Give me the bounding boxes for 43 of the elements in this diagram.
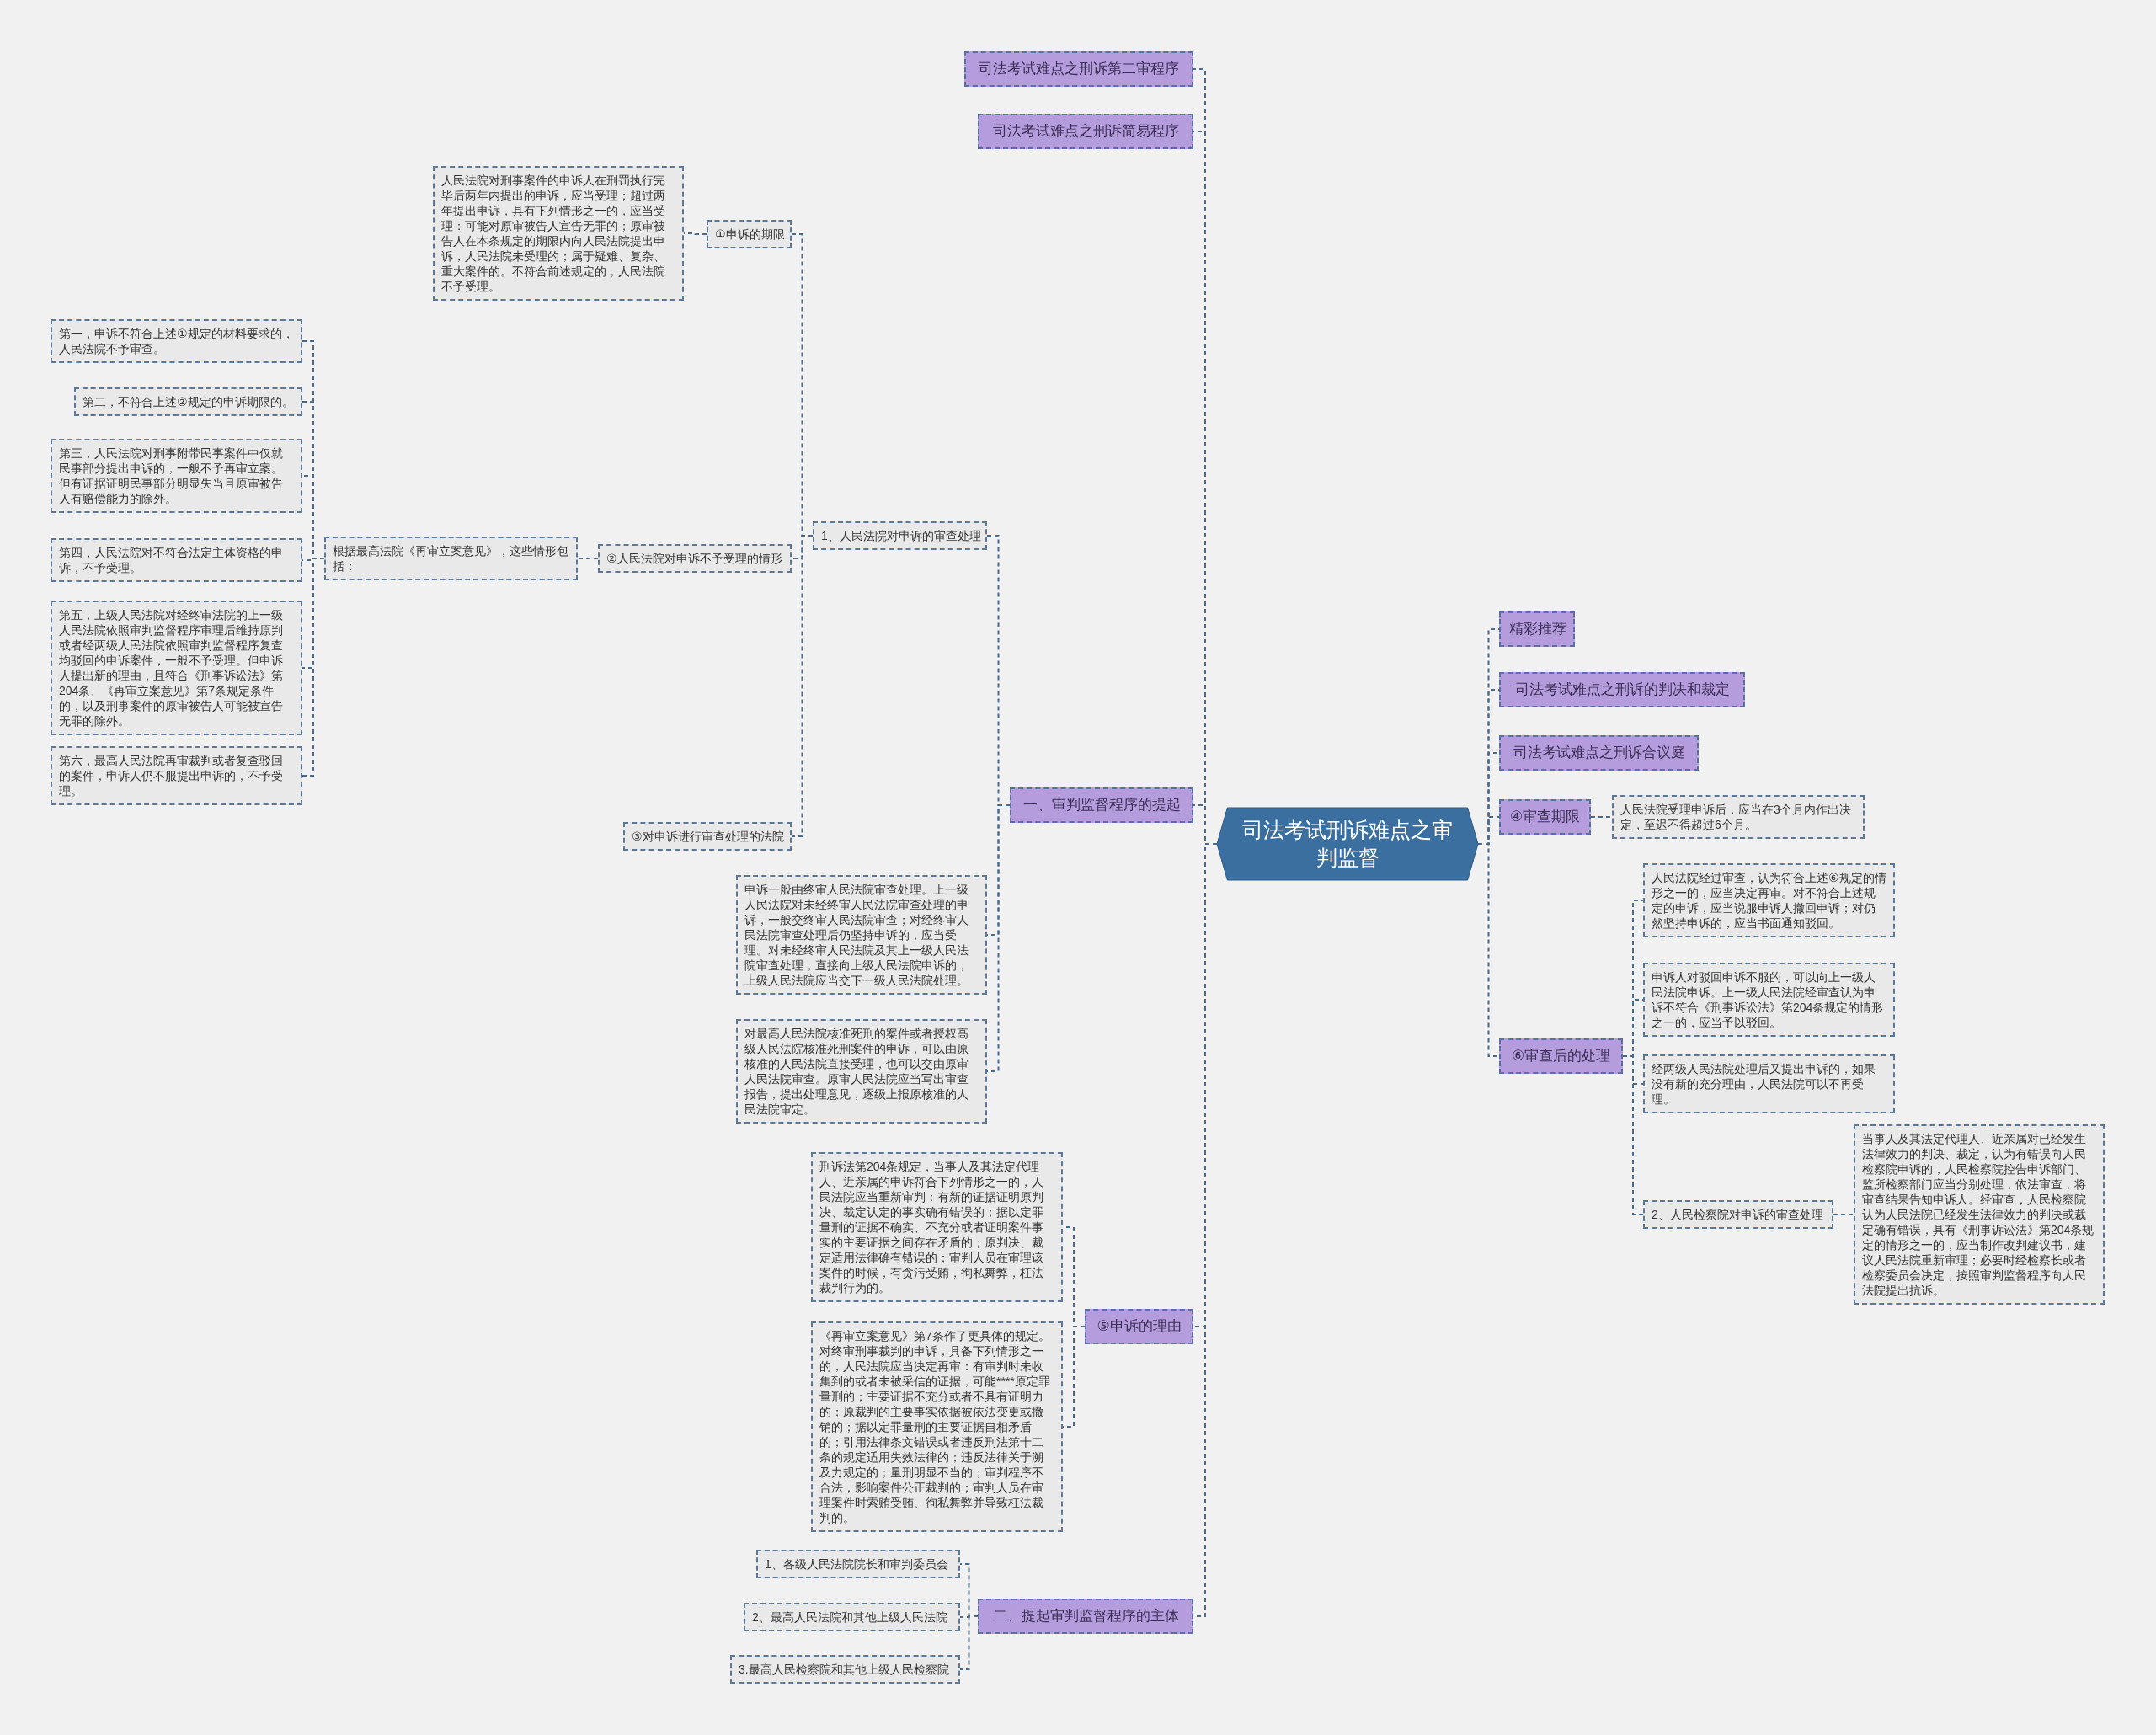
note-box: 1、人民法院对申诉的审查处理	[813, 521, 987, 550]
topic-box: 司法考试难点之刑诉简易程序	[978, 114, 1193, 149]
note-box: 人民法院对刑事案件的申诉人在刑罚执行完毕后两年内提出的申诉，应当受理；超过两年提出申诉，具有下列情形之一的，应当受理：可能对原审被告人宣告无罪的；原审被告人在本条规定的期限内向人民法院提出申诉，人民法院未受理的；属于疑难、复杂、重大案件的。不符合前述规定的，人民法院不予受理。	[433, 166, 684, 301]
connector	[1477, 843, 1500, 1057]
connector	[959, 1615, 979, 1670]
topic-box: ⑤申诉的理由	[1085, 1309, 1193, 1344]
note-box: 第五，上级人民法院对经终审法院的上一级人民法院依照审判监督程序审理后维持原判或者经两级人民法院依照审判监督程序复查均驳回的申诉案件，一般不予受理。但申诉人提出新的理由，且符合《刑事诉讼法》第204条、《再审立案意见》第7条规定条件的，以及刑事案件的原审被告人可能被宣告无罪的除外。	[51, 601, 302, 735]
topic-box: 精彩推荐	[1499, 611, 1575, 647]
note-box: 1、各级人民法院院长和审判委员会	[756, 1550, 960, 1578]
note-box: 第四，人民法院对不符合法定主体资格的申诉，不予受理。	[51, 538, 302, 582]
note-box: ①申诉的期限	[707, 220, 792, 248]
note-box: 人民法院受理申诉后，应当在3个月内作出决定，至迟不得超过6个月。	[1612, 795, 1865, 839]
note-box: 申诉人对驳回申诉不服的，可以向上一级人民法院申诉。上一级人民法院经审查认为申诉不符合《刑事诉讼法》第204条规定的情形之一的，应当予以驳回。	[1643, 963, 1895, 1037]
note-box: 根据最高法院《再审立案意见》，这些情形包括：	[324, 537, 578, 580]
topic-box: 司法考试难点之刑诉第二审程序	[964, 51, 1193, 87]
topic-box: ④审查期限	[1499, 799, 1591, 835]
note-box: 第二，不符合上述②规定的申诉期限的。	[74, 387, 302, 416]
connector	[577, 558, 599, 559]
note-box: 第一，申诉不符合上述①规定的材料要求的，人民法院不予审查。	[51, 319, 302, 363]
connector	[1833, 1214, 1854, 1215]
note-box: 第六，最高人民法院再审裁判或者复查驳回的案件，申诉人仍不服提出申诉的，不予受理。	[51, 746, 302, 805]
note-box: 刑诉法第204条规定，当事人及其法定代理人、近亲属的申诉符合下列情形之一的，人民法院应当重新审判：有新的证据证明原判决、裁定认定的事实确有错误的；据以定罪量刑的证据不确实、不充分或者证明案件事实的主要证据之间存在矛盾的；原判决、裁定适用法律确有错误的；审判人员在审理该案件的时候，有贪污受贿，徇私舞弊，枉法裁判行为的。	[811, 1152, 1063, 1302]
note-box: 当事人及其法定代理人、近亲属对已经发生法律效力的判决、裁定，认为有错误向人民检察院申诉的，人民检察院控告申诉部门、监所检察部门应当分别处理，依法审查，将审查结果告知申诉人。经审查，人民检察院认为人民法院已经发生法律效力的判决或裁定确有错误，具有《刑事诉讼法》第204条规定的情形之一的，应当制作改判建议书，建议人民法院重新审理；必要时经检察长或者检察委员会决定，按照审判监督程序向人民法院提出抗诉。	[1854, 1124, 2105, 1305]
topic-box: ⑥审查后的处理	[1499, 1038, 1623, 1074]
note-box: ③对申诉进行审查处理的法院	[623, 822, 792, 851]
note-box: 申诉一般由终审人民法院审查处理。上一级人民法院对未经终审人民法院审查处理的申诉，一般交终审人民法院审查；对经终审人民法院审查处理后仍坚持申诉的，应当受理。对未经终审人民法院及其上一级人民法院审查处理，直接向上级人民法院申诉的，上级人民法院应当交下一级人民法院处理。	[736, 875, 987, 995]
note-box: 3.最高人民检察院和其他上级人民检察院	[730, 1655, 960, 1684]
topic-box: 司法考试难点之刑诉合议庭	[1499, 735, 1699, 771]
note-box: 2、最高人民法院和其他上级人民法院	[744, 1603, 960, 1631]
note-box: ②人民法院对申诉不予受理的情形	[598, 544, 792, 573]
note-box: 对最高人民法院核准死刑的案件或者授权高级人民法院核准死刑案件的申诉，可以由原核准的人民法院直接受理，也可以交由原审人民法院审查。原审人民法院应当写出审查报告，提出处理意见，逐级上报原核准的人民法院审定。	[736, 1019, 987, 1124]
topic-box: 司法考试难点之刑诉的判决和裁定	[1499, 672, 1745, 707]
topic-box: 二、提起审判监督程序的主体	[978, 1599, 1193, 1634]
note-box: 经两级人民法院处理后又提出申诉的，如果没有新的充分理由，人民法院可以不再受理。	[1643, 1054, 1895, 1113]
note-box: 《再审立案意见》第7条作了更具体的规定。对终审刑事裁判的申诉，具备下列情形之一的，人民法院应当决定再审：有审判时未收集到的或者未被采信的证据，可能****原定罪量刑的；主要证据不充分或者不具有证明力的；原裁判的主要事实依据被依法变更或撤销的；据以定罪量刑的主要证据自相矛盾的；引用法律条文错误或者违反刑法第十二条的规定适用失效法律的；违反法律关于溯及力规定的；量刑明显不当的；审判程序不合法，影响案件公正裁判的；审判人员在审理案件时索贿受贿、徇私舞弊并导致枉法裁判的。	[811, 1321, 1063, 1532]
connector	[302, 558, 325, 777]
note-box: 人民法院经过审查，认为符合上述⑥规定的情形之一的，应当决定再审。对不符合上述规定的申诉，应当说服申诉人撤回申诉；对仍然坚持申诉的，应当书面通知驳回。	[1643, 863, 1895, 937]
connector	[1590, 816, 1613, 818]
central-topic: 司法考试刑诉难点之审判监督	[1217, 808, 1478, 880]
connector	[1622, 1055, 1644, 1215]
note-box: 2、人民检察院对申诉的审查处理	[1643, 1200, 1833, 1229]
note-box: 第三，人民法院对刑事附带民事案件中仅就民事部分提出申诉的，一般不予再审立案。但有证据证明民事部分明显失当且原审被告人有赔偿能力的除外。	[51, 439, 302, 513]
topic-box: 一、审判监督程序的提起	[1010, 787, 1193, 823]
